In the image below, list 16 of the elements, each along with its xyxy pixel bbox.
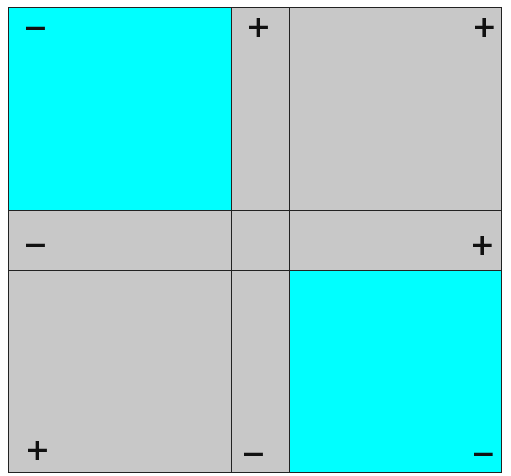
sign-symbol: − [23,231,48,261]
sign-symbol: + [472,13,497,43]
grid-cell [8,7,232,211]
grid-cell [8,210,232,271]
sign-symbol: + [470,231,495,261]
grid-cell [289,270,502,473]
grid-cell [231,270,290,473]
sign-symbol: + [25,436,50,466]
sign-symbol: + [246,13,272,43]
sign-symbol: − [23,14,48,44]
grid-cell [289,210,502,271]
grid-cell [289,7,502,211]
grid-cell [231,7,290,211]
grid-cell [8,270,232,473]
sign-symbol: − [470,440,496,470]
sign-symbol: − [241,440,266,470]
